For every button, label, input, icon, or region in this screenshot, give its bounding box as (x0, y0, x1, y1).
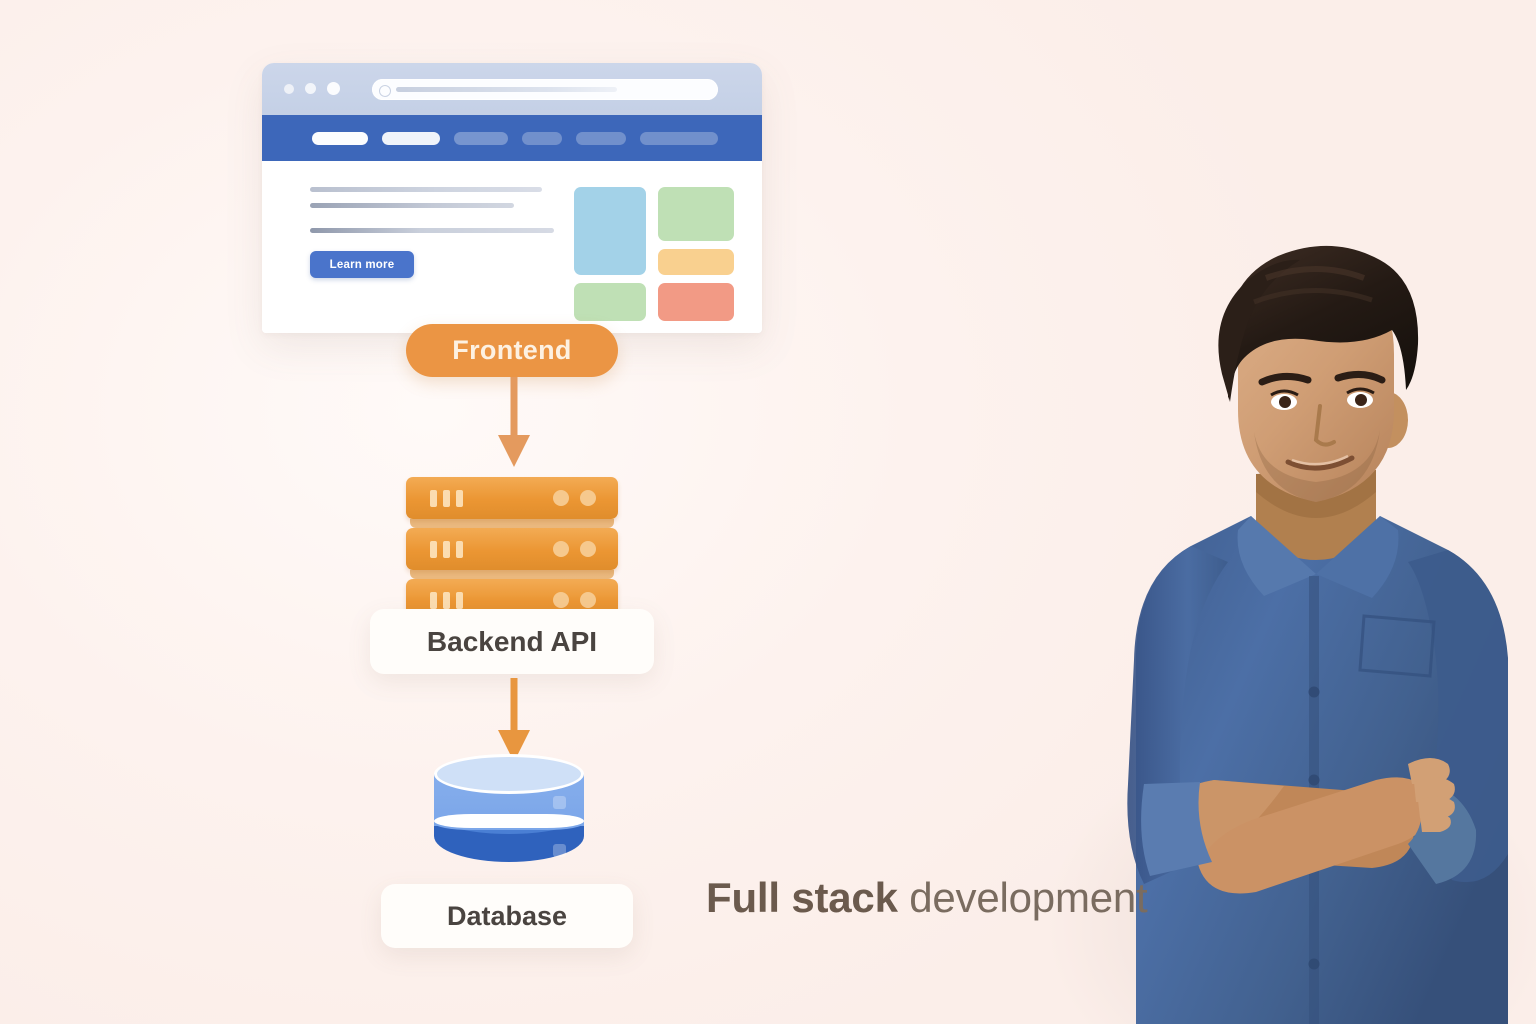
learn-more-button[interactable]: Learn more (310, 251, 414, 278)
content-tile-grid (574, 183, 736, 333)
node-label-frontend: Frontend (406, 324, 618, 377)
rack-leds (553, 541, 596, 557)
rack-shadow (410, 519, 614, 528)
placeholder-text-line (310, 187, 542, 192)
headline: Full stack development (706, 874, 1148, 922)
maximize-dot-icon[interactable] (327, 82, 340, 95)
address-bar[interactable] (372, 79, 718, 100)
rack-leds (553, 592, 596, 608)
tile-blue (574, 187, 646, 275)
placeholder-text-line (310, 203, 514, 208)
rack-vents (430, 490, 463, 507)
server-stack-icon (406, 477, 618, 621)
nav-item-2[interactable] (382, 131, 440, 145)
rack-leds (553, 490, 596, 506)
db-marker-upper (553, 796, 566, 809)
browser-window-mockup: Learn more (262, 63, 762, 333)
minimize-dot-icon[interactable] (305, 83, 316, 94)
tile-green-1 (658, 187, 734, 241)
window-controls (284, 82, 340, 95)
nav-item-1[interactable] (312, 131, 368, 145)
tile-green-2 (574, 283, 646, 321)
site-content: Learn more (262, 161, 762, 333)
rack-vents (430, 592, 463, 609)
nav-item-4[interactable] (522, 131, 562, 145)
node-label-database: Database (381, 884, 633, 948)
rack-vents (430, 541, 463, 558)
headline-light-part: development (897, 874, 1148, 921)
server-rack-2 (406, 528, 618, 570)
tile-yellow (658, 249, 734, 275)
arrow-backend-to-database (498, 678, 530, 762)
placeholder-text-line (310, 228, 554, 233)
headline-bold-part: Full stack (706, 874, 898, 921)
address-bar-url-placeholder (396, 87, 618, 92)
browser-chrome (262, 63, 762, 115)
node-label-backend-api: Backend API (370, 609, 654, 674)
nav-item-6[interactable] (640, 131, 718, 145)
database-cylinder-icon (434, 754, 584, 878)
lock-icon (379, 84, 391, 97)
close-dot-icon[interactable] (284, 84, 294, 94)
tile-salmon (658, 283, 734, 321)
arrow-frontend-to-backend (498, 377, 530, 467)
server-rack-1 (406, 477, 618, 519)
db-marker-lower (553, 844, 566, 857)
site-navbar (262, 115, 762, 161)
content-copy-column: Learn more (310, 183, 560, 333)
rack-shadow (410, 570, 614, 579)
db-top-cap (434, 754, 584, 794)
db-divider (434, 814, 584, 828)
nav-item-3[interactable] (454, 131, 508, 145)
nav-item-5[interactable] (576, 131, 626, 145)
